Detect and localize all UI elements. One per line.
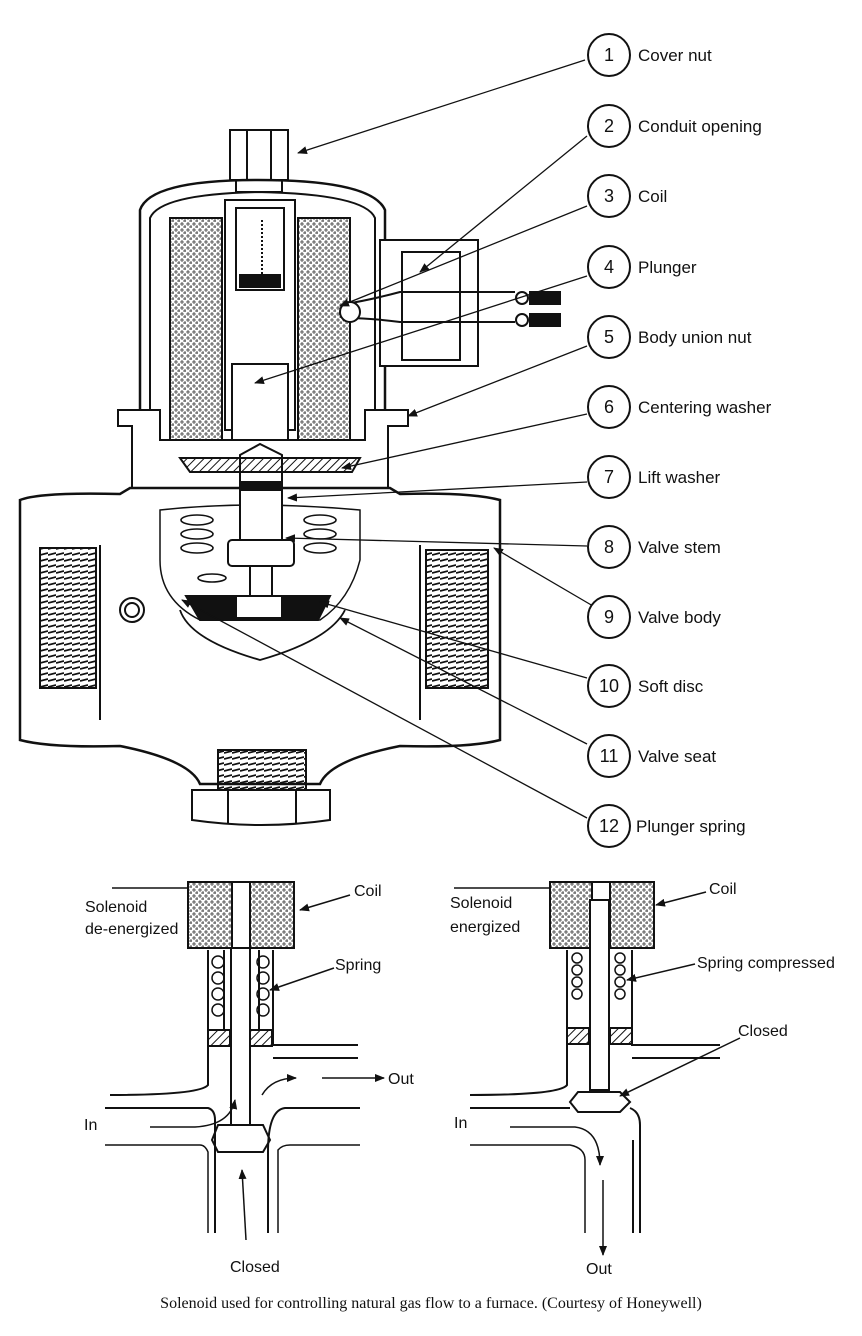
- callout-9: 9 Valve body: [587, 595, 721, 639]
- callout-label: Plunger: [638, 258, 697, 277]
- coil-label: Coil: [354, 883, 382, 900]
- callout-number: 6: [604, 397, 614, 417]
- left-schematic-labels: Solenoid de-energized Coil Spring In Out…: [84, 883, 414, 1276]
- schematic-energized: [454, 881, 741, 1256]
- state-label-line1: Solenoid: [450, 895, 512, 912]
- valve-body: [18, 486, 502, 786]
- callout-label: Cover nut: [638, 46, 712, 65]
- outlet-label: Out: [388, 1071, 414, 1088]
- callout-number: 8: [604, 537, 614, 557]
- callout-2: 2 Conduit opening: [587, 104, 762, 148]
- callout-11: 11 Valve seat: [587, 734, 716, 778]
- bottom-plug: [191, 749, 331, 826]
- callout-label: Centering washer: [638, 398, 772, 417]
- callout-label: Soft disc: [638, 677, 704, 696]
- callout-number: 1: [604, 45, 614, 65]
- spring-coils: [211, 955, 270, 1017]
- callout-leaders: [181, 59, 594, 819]
- conduit-box: [339, 239, 561, 367]
- callout-number: 4: [604, 257, 614, 277]
- outlet-label: Out: [586, 1261, 612, 1278]
- plunger-rod: [589, 899, 610, 1091]
- callout-label: Body union nut: [638, 328, 752, 347]
- closed-label: Closed: [738, 1023, 788, 1040]
- callout-5: 5 Body union nut: [587, 315, 752, 359]
- state-label-line1: Solenoid: [85, 899, 147, 916]
- schematic-de-energized: [105, 881, 385, 1241]
- callout-label: Lift washer: [638, 468, 721, 487]
- state-label-line2: de-energized: [85, 921, 178, 938]
- state-label-line2: energized: [450, 919, 520, 936]
- callout-number: 2: [604, 116, 614, 136]
- plunger-spring: [180, 514, 337, 583]
- cover-nut: [229, 129, 289, 193]
- spring-label: Spring compressed: [697, 955, 835, 972]
- spring-label: Spring: [335, 957, 381, 974]
- callout-label: Conduit opening: [638, 117, 762, 136]
- callout-number: 3: [604, 186, 614, 206]
- callout-4: 4 Plunger: [587, 245, 697, 289]
- callout-label: Valve body: [638, 608, 721, 627]
- callout-8: 8 Valve stem: [587, 525, 721, 569]
- callout-number: 5: [604, 327, 614, 347]
- centering-washer: [178, 457, 362, 473]
- plunger-rod: [230, 947, 251, 1129]
- callout-number: 11: [600, 746, 619, 766]
- callout-number: 10: [599, 676, 619, 696]
- spring-coils: [571, 952, 626, 1000]
- callout-6: 6 Centering washer: [587, 385, 772, 429]
- figure-caption: Solenoid used for controlling natural ga…: [160, 1295, 702, 1312]
- callout-1: 1 Cover nut: [587, 33, 712, 77]
- outlet-threads: [425, 549, 489, 689]
- inlet-label: In: [454, 1115, 467, 1132]
- callout-number: 12: [599, 816, 619, 836]
- coil-label: Coil: [709, 881, 737, 898]
- callout-3: 3 Coil: [587, 174, 667, 218]
- callout-number: 7: [604, 467, 614, 487]
- callout-label: Coil: [638, 187, 667, 206]
- callout-label: Plunger spring: [636, 817, 746, 836]
- right-schematic-labels: Solenoid energized Coil Spring compresse…: [450, 881, 835, 1278]
- callout-10: 10 Soft disc: [587, 664, 704, 708]
- callout-label: Valve stem: [638, 538, 721, 557]
- inlet-threads: [39, 547, 97, 689]
- callout-label: Valve seat: [638, 747, 716, 766]
- callout-7: 7 Lift washer: [587, 455, 721, 499]
- main-valve-cutaway: [18, 129, 561, 826]
- closed-label: Closed: [230, 1259, 280, 1276]
- callout-12: 12 Plunger spring: [587, 804, 746, 848]
- callout-number: 9: [604, 607, 614, 627]
- inlet-label: In: [84, 1117, 97, 1134]
